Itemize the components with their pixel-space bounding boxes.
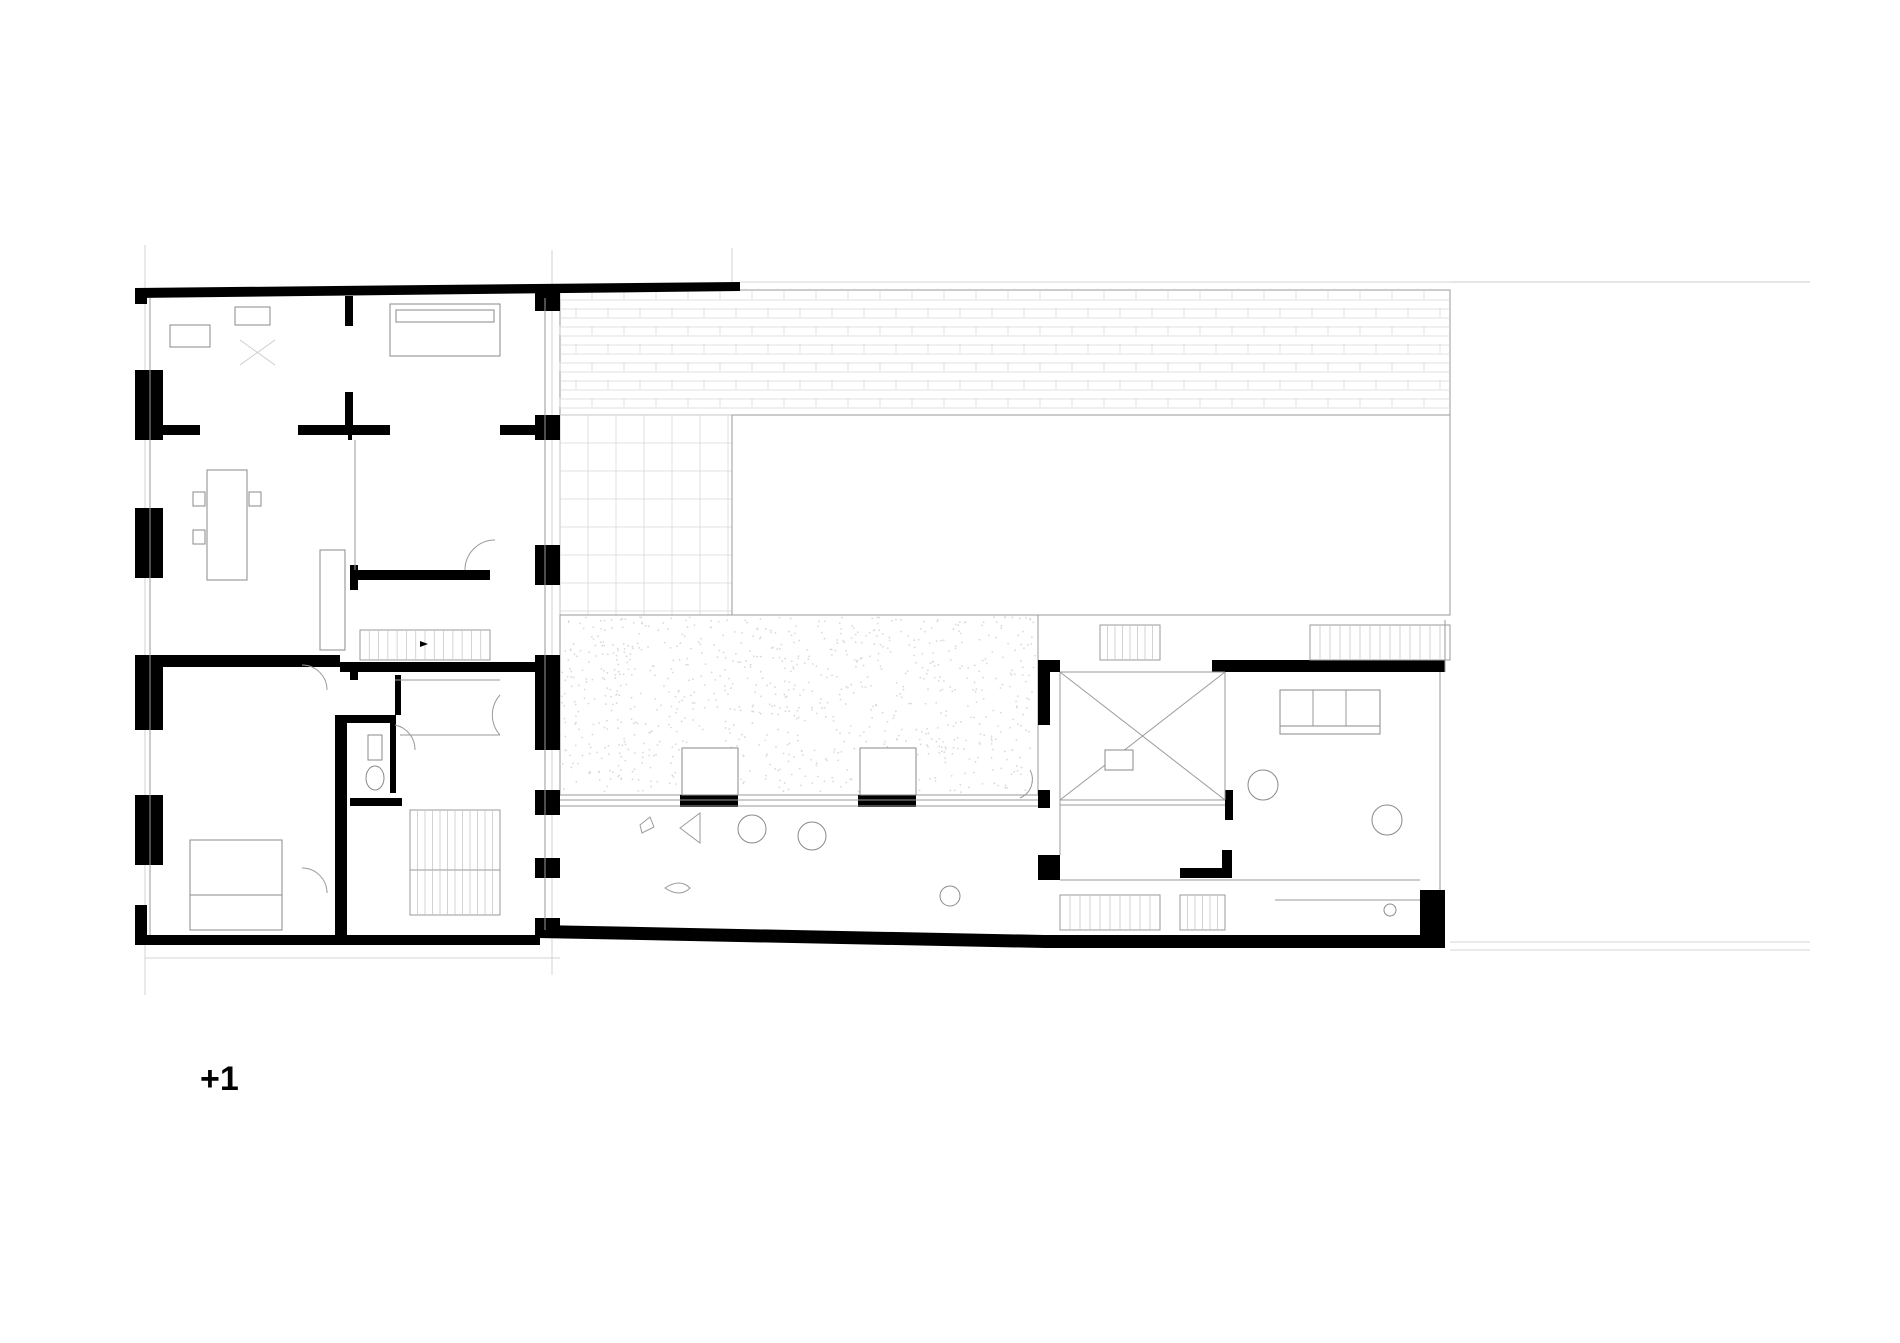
guide-lines — [144, 245, 1810, 995]
courtyard-grid — [559, 414, 1451, 616]
main-building-walls — [135, 282, 1445, 948]
door-swings — [301, 539, 1033, 894]
annex-walls — [680, 660, 1445, 948]
terrace-boards — [559, 289, 1451, 416]
furniture — [169, 303, 1403, 931]
gravel-area — [559, 614, 1039, 796]
stairs — [359, 624, 1451, 931]
stair-arrow — [420, 641, 428, 647]
level-label: +1 — [200, 1060, 239, 1098]
